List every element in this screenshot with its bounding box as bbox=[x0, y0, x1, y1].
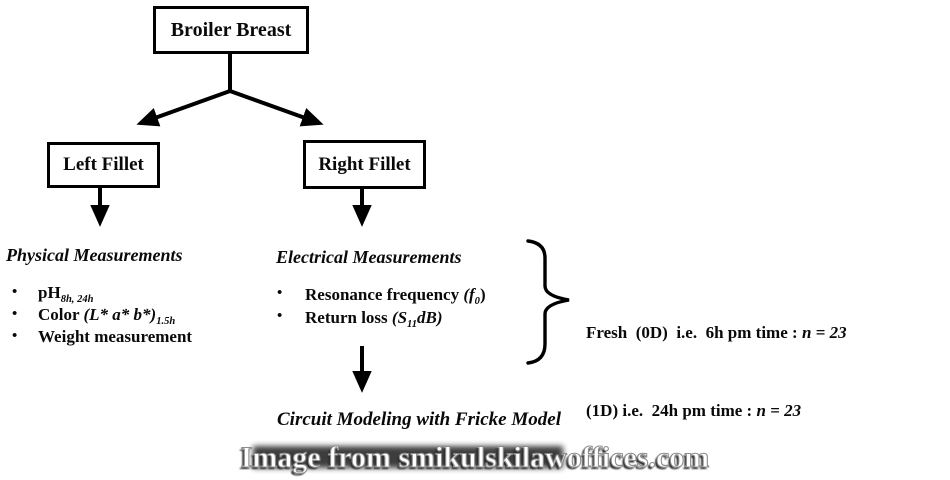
list-item-return-loss: •Return loss (S11dB) bbox=[277, 306, 486, 330]
sampling-notes: Fresh (0D) i.e. 6h pm time : n = 23 (1D)… bbox=[586, 268, 901, 480]
bullet-icon: • bbox=[12, 284, 18, 300]
branch-left-arrow bbox=[136, 89, 231, 127]
bullet-icon: • bbox=[277, 308, 283, 324]
bullet-icon: • bbox=[12, 328, 18, 344]
list-item-resonance: •Resonance frequency (f0) bbox=[277, 283, 486, 307]
broiler-breast-label: Broiler Breast bbox=[170, 18, 292, 41]
sampling-note-line: (1D) i.e. 24h pm time : n = 23 bbox=[586, 401, 802, 420]
left-fillet-box: Left Fillet bbox=[47, 142, 160, 188]
electrical-measurements-list: •Resonance frequency (f0) •Return loss (… bbox=[277, 283, 486, 330]
right-fillet-label: Right Fillet bbox=[318, 153, 411, 175]
electrical-measurements-heading: Electrical Measurements bbox=[276, 247, 462, 267]
broiler-breast-box: Broiler Breast bbox=[153, 6, 309, 54]
watermark-text: Image from smikulskilawoffices.com bbox=[240, 440, 710, 474]
watermark: Image from smikulskilawoffices.com Image… bbox=[0, 440, 950, 476]
left-fillet-label: Left Fillet bbox=[63, 154, 144, 175]
sampling-note-line: Fresh (0D) i.e. 6h pm time : n = 23 bbox=[586, 323, 847, 342]
watermark-shadow: Image from smikulskilawoffices.com bbox=[238, 443, 708, 476]
circuit-modeling-heading: Circuit Modeling with Fricke Model bbox=[277, 409, 561, 430]
physical-measurements-list: •pH8h, 24h •Color (L* a* b*)1.5h •Weight… bbox=[12, 282, 192, 348]
list-item-color: •Color (L* a* b*)1.5h bbox=[12, 305, 176, 327]
right-fillet-box: Right Fillet bbox=[303, 140, 426, 189]
bullet-icon: • bbox=[12, 306, 18, 322]
bullet-icon: • bbox=[277, 285, 283, 301]
branch-right-arrow bbox=[229, 89, 324, 127]
physical-measurements-heading: Physical Measurements bbox=[6, 245, 183, 265]
list-item-ph: •pH8h, 24h bbox=[12, 283, 94, 305]
obscured-text-smudge bbox=[253, 446, 563, 468]
list-item-weight: •Weight measurement bbox=[12, 327, 193, 346]
curly-brace bbox=[526, 239, 570, 365]
